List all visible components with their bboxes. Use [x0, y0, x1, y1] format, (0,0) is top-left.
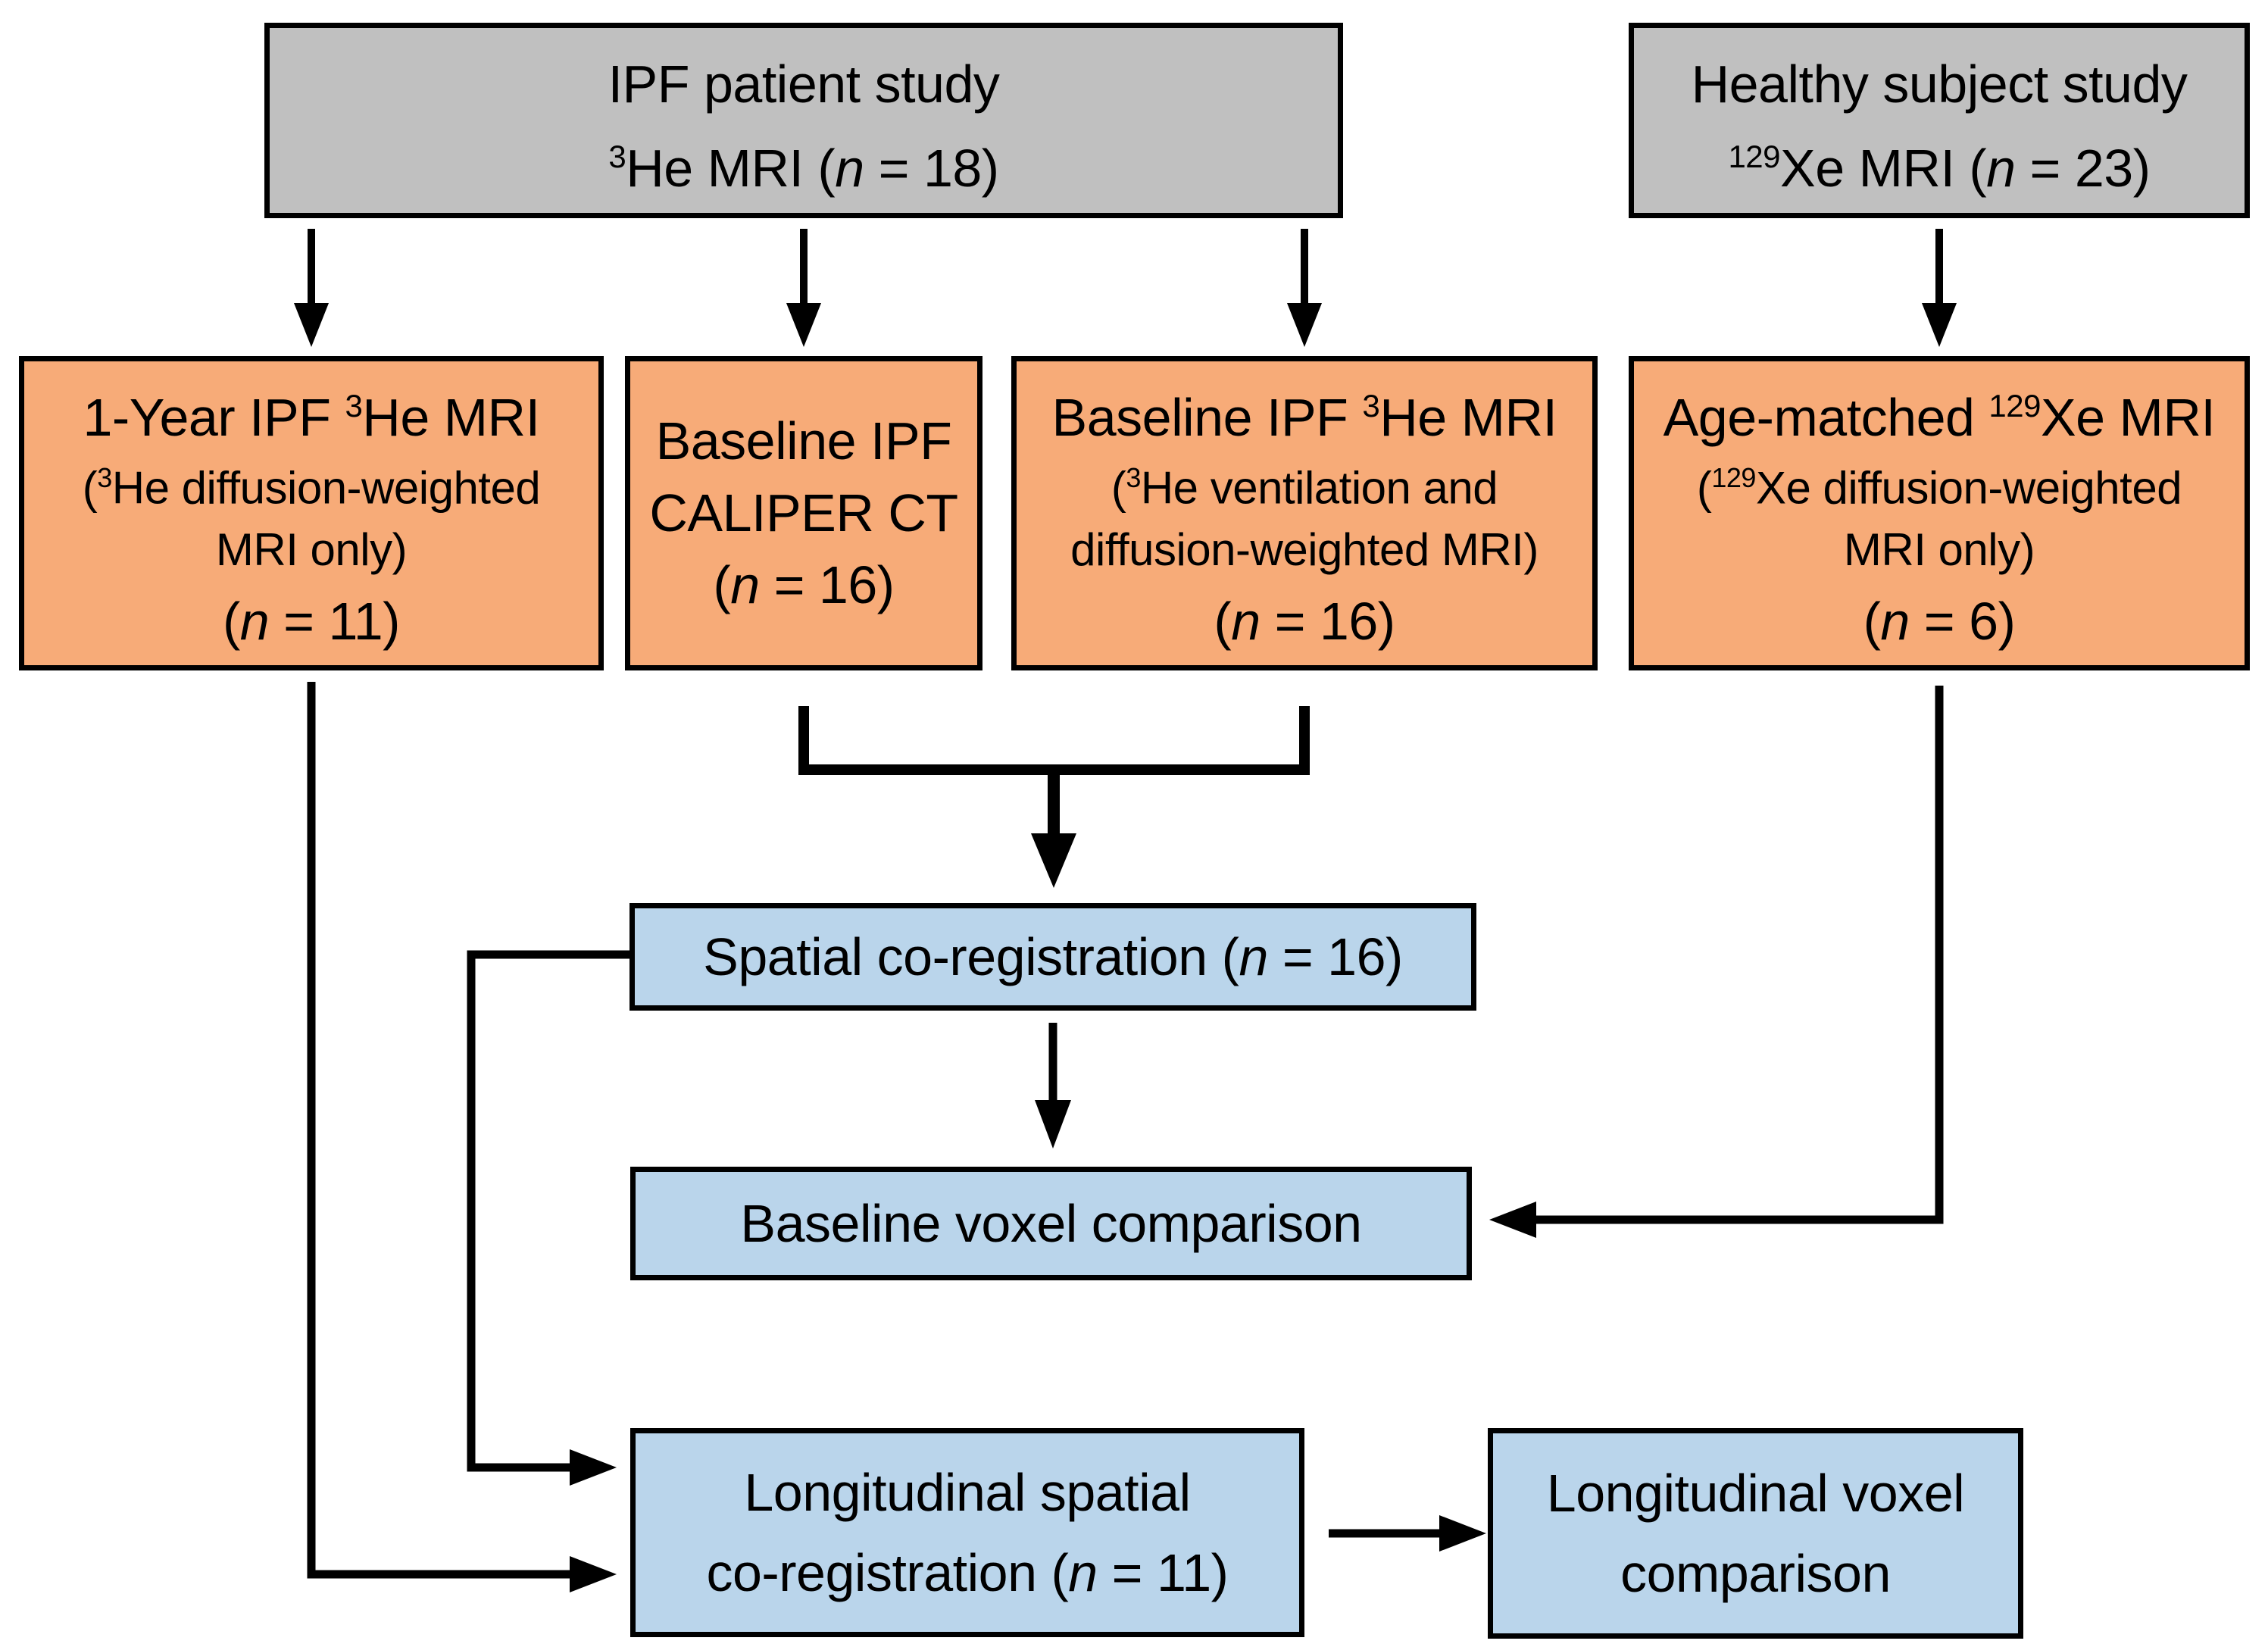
text-line: MRI only) — [215, 523, 408, 575]
arrow-long-coreg-to-long-voxel — [1329, 1515, 1486, 1552]
arrow-study-to-baseline-mri — [1287, 229, 1322, 347]
text-line: 3He MRI (n = 18) — [608, 139, 999, 198]
text-line: Healthy subject study — [1691, 55, 2188, 114]
arrow-bracket-to-spatial-coreg — [1031, 770, 1076, 888]
text-line: diffusion-weighted MRI) — [1070, 523, 1539, 575]
box-ipf-patient-study: IPF patient study 3He MRI (n = 18) — [264, 23, 1343, 218]
box-age-matched-xe-mri: Age-matched 129Xe MRI (129Xe diffusion-we… — [1629, 356, 2250, 670]
merge-bracket — [798, 706, 1310, 775]
text-line: (n = 6) — [1863, 591, 2016, 651]
text-line: 129Xe MRI (n = 23) — [1728, 139, 2151, 198]
text-line: CALIPER CT — [649, 483, 958, 542]
line-spatial-to-long-coreg — [467, 950, 631, 1486]
text-line: (n = 11) — [222, 591, 401, 651]
text-line: MRI only) — [1843, 523, 2035, 575]
text-line: co-registration (n = 11) — [706, 1543, 1229, 1602]
text-line: (n = 16) — [713, 555, 895, 614]
text-line: Age-matched 129Xe MRI — [1663, 387, 2216, 447]
text-line: comparison — [1620, 1544, 1891, 1603]
text-line: Longitudinal voxel — [1546, 1464, 1965, 1523]
arrow-study-to-one-year — [294, 229, 329, 347]
box-spatial-coregistration: Spatial co-registration (n = 16) — [629, 903, 1476, 1011]
text-line: Baseline IPF 3He MRI — [1051, 387, 1557, 447]
box-baseline-ipf-he-mri: Baseline IPF 3He MRI (3He ventilation and… — [1011, 356, 1598, 670]
line-one-year-to-long-coreg — [307, 682, 617, 1592]
text-line: (n = 16) — [1214, 591, 1395, 651]
text-line: Baseline voxel comparison — [740, 1194, 1362, 1253]
box-baseline-caliper-ct: Baseline IPF CALIPER CT (n = 16) — [625, 356, 982, 670]
box-baseline-voxel-comparison: Baseline voxel comparison — [630, 1167, 1472, 1280]
text-line: (3He ventilation and — [1111, 461, 1498, 514]
arrow-study-to-caliper — [786, 229, 821, 347]
text-line: 1-Year IPF 3He MRI — [83, 387, 540, 447]
text-line: IPF patient study — [608, 55, 1000, 114]
arrow-spatial-to-baseline-voxel — [1035, 1023, 1071, 1149]
text-line: Spatial co-registration (n = 16) — [703, 927, 1403, 986]
box-one-year-ipf-mri: 1-Year IPF 3He MRI (3He diffusion-weighte… — [19, 356, 604, 670]
line-age-matched-to-baseline-voxel — [1489, 686, 1944, 1238]
text-line: Baseline IPF — [655, 411, 952, 470]
text-line: (129Xe diffusion-weighted — [1696, 461, 2182, 514]
box-longitudinal-spatial-coregistration: Longitudinal spatial co-registration (n =… — [630, 1428, 1304, 1637]
text-line: Longitudinal spatial — [744, 1463, 1191, 1522]
box-longitudinal-voxel-comparison: Longitudinal voxel comparison — [1488, 1428, 2023, 1639]
box-healthy-subject-study: Healthy subject study 129Xe MRI (n = 23) — [1629, 23, 2250, 218]
text-line: (3He diffusion-weighted — [82, 461, 541, 514]
arrow-study-to-age-matched — [1922, 229, 1957, 347]
